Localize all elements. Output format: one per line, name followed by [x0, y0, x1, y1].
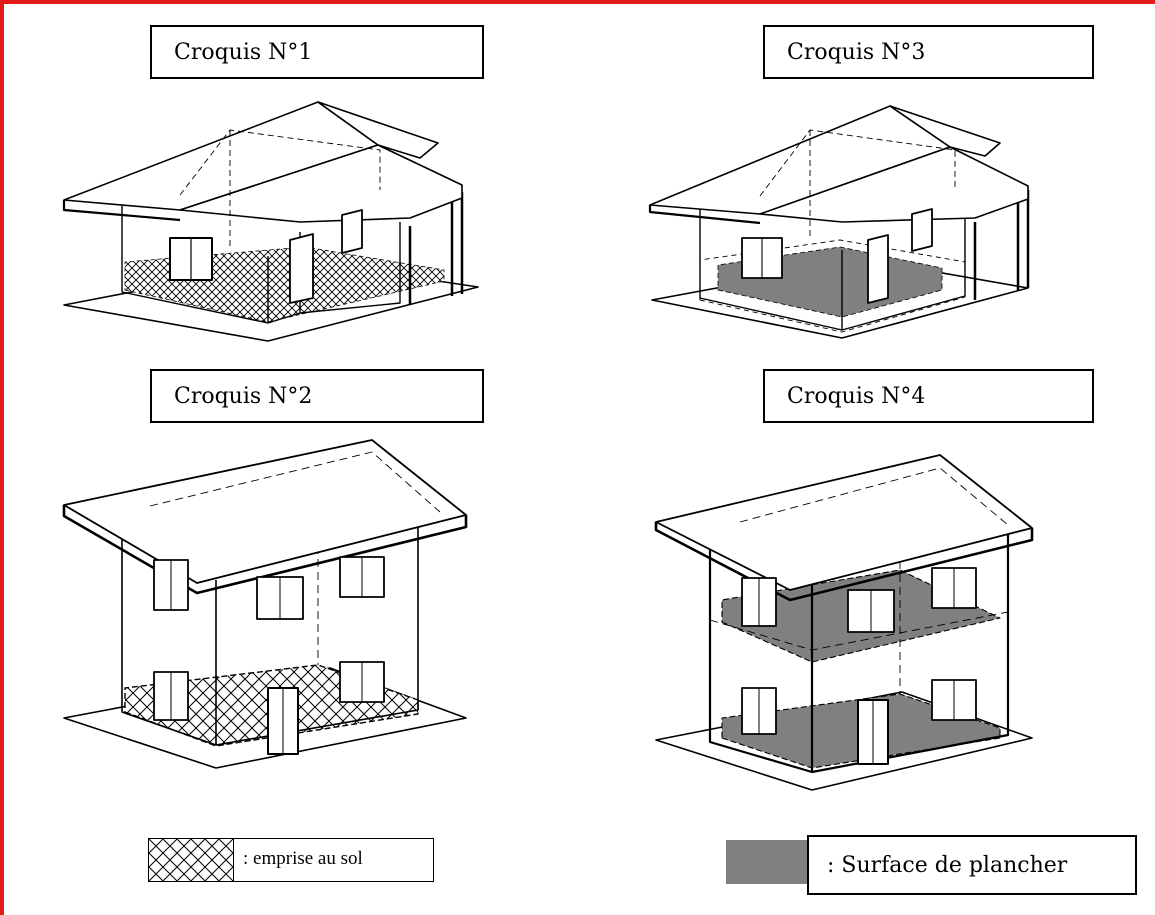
red-border-top: [0, 0, 1155, 4]
gray-swatch: [726, 840, 810, 884]
legend-footprint: : emprise au sol: [148, 838, 434, 882]
sketch-1-label: Croquis N°1: [150, 25, 484, 79]
legend-floor-area-label: : Surface de plancher: [807, 835, 1137, 895]
sketch-4-label: Croquis N°4: [763, 369, 1094, 423]
red-border-left: [0, 0, 4, 915]
legend-footprint-label: : emprise au sol: [243, 848, 363, 869]
sketch-2-label: Croquis N°2: [150, 369, 484, 423]
hatch-swatch: [149, 839, 234, 881]
sketch-3-label: Croquis N°3: [763, 25, 1094, 79]
sketch-2-house: [62, 439, 468, 769]
sketch-3-house: [648, 105, 1030, 339]
sketch-4-house: [654, 454, 1034, 791]
sketch-1-house: [62, 101, 479, 342]
